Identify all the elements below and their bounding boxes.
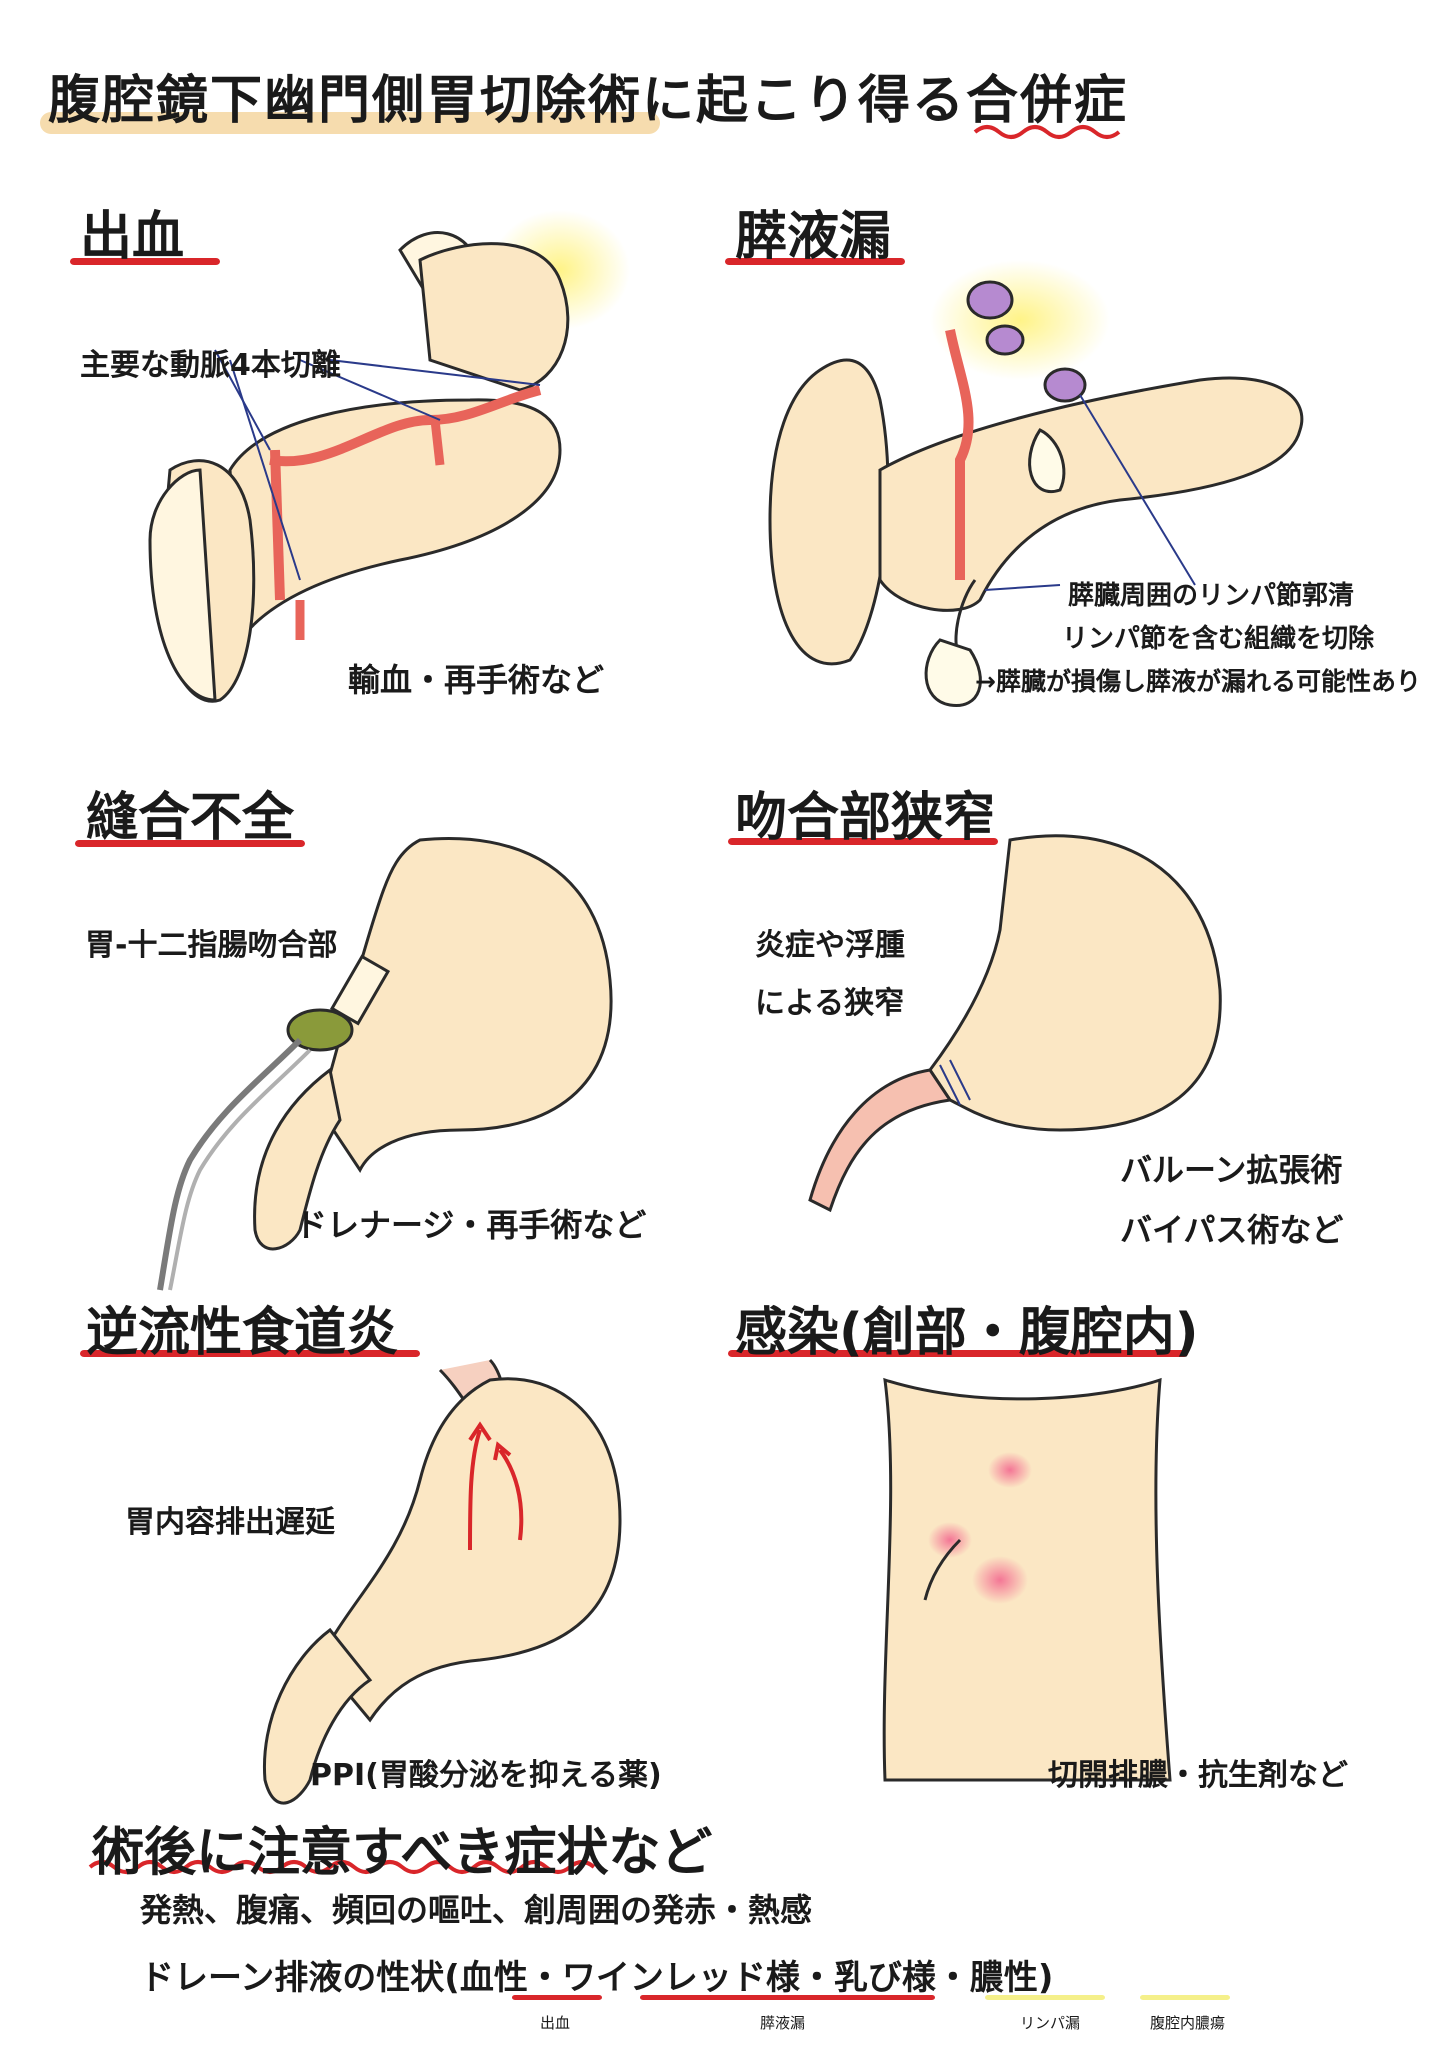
heading-pancreatic: 膵液漏	[735, 207, 892, 267]
postop-line2: ドレーン排液の性状(血性・ワインレッド様・乳び様・膿性)	[140, 1950, 1053, 1999]
postop-line2-suffix: )	[1037, 1958, 1054, 1998]
bleeding-treatment: 輸血・再手術など	[348, 661, 605, 699]
pancreatic-note1: 膵臓周囲のリンパ節郭清	[1068, 581, 1355, 611]
heading-leak: 縫合不全	[86, 788, 295, 848]
bleeding-illustration	[148, 210, 630, 703]
underline-reflux	[80, 1350, 420, 1357]
underline-stenosis	[728, 838, 998, 845]
heading-bleeding: 出血	[80, 207, 185, 267]
stenosis-treatment2: バイパス術など	[1120, 1211, 1344, 1249]
label-arteries: 主要な動脈4本切離	[80, 348, 341, 383]
heading-postop: 術後に注意すべき症状など	[92, 1823, 713, 1883]
pancreatic-note2: リンパ節を含む組織を切除	[1062, 624, 1375, 654]
leak-treatment: ドレナージ・再手術など	[295, 1206, 647, 1244]
heading-stenosis: 吻合部狭窄	[735, 788, 996, 848]
underline-chylous	[985, 1995, 1105, 2000]
underline-bloody	[512, 1995, 602, 2000]
pancreatic-leader-lines	[984, 394, 1196, 591]
reflux-cause: 胃内容排出遅延	[125, 1505, 335, 1540]
drain-winered: ワインレッド様	[561, 1958, 800, 1998]
underline-leak	[75, 840, 305, 847]
stenosis-treatment1: バルーン拡張術	[1120, 1151, 1343, 1189]
drain-sep3: ・	[935, 1958, 970, 1998]
underline-winered	[640, 1995, 935, 2000]
tag-bleeding: 出血	[540, 2014, 571, 2032]
underline-purulent	[1140, 1995, 1230, 2000]
postop-line2-prefix: ドレーン排液の性状(	[140, 1958, 460, 1998]
underline-bleeding	[70, 258, 220, 265]
infection-treatment: 切開排膿・抗生剤など	[1048, 1758, 1348, 1793]
artery-leader-lines	[214, 349, 541, 581]
tag-abscess: 腹腔内膿瘍	[1150, 2014, 1226, 2032]
drain-purulent: 膿性	[969, 1958, 1038, 1998]
underline-infection	[728, 1350, 1188, 1357]
underline-pancreatic	[725, 258, 905, 265]
drain-sep1: ・	[527, 1958, 562, 1998]
drain-chylous: 乳び様	[833, 1958, 936, 1998]
tag-lymph: リンパ漏	[1020, 2014, 1081, 2032]
heading-reflux: 逆流性食道炎	[86, 1303, 399, 1363]
underline-postop-wavy	[88, 1860, 596, 1874]
stenosis-illustration	[808, 834, 1222, 1213]
stenosis-cause2: による狭窄	[755, 986, 905, 1021]
stenosis-cause1: 炎症や浮腫	[755, 928, 905, 963]
pancreatic-illustration	[768, 260, 1304, 707]
infection-illustration	[882, 1377, 1172, 1782]
leak-illustration	[157, 837, 613, 1291]
pancreatic-note3: →膵臓が損傷し膵液が漏れる可能性あり	[975, 667, 1421, 696]
postop-line1: 発熱、腹痛、頻回の嘔吐、創周囲の発赤・熱感	[140, 1891, 813, 1929]
tag-pancreatic: 膵液漏	[760, 2014, 806, 2032]
reflux-treatment: PPI(胃酸分泌を抑える薬)	[310, 1758, 662, 1793]
drain-sep2: ・	[799, 1958, 834, 1998]
leak-site-label: 胃-十二指腸吻合部	[85, 928, 338, 963]
title-highlight	[40, 112, 660, 134]
heading-infection: 感染(創部・腹腔内)	[735, 1303, 1199, 1363]
drain-bloody: 血性	[459, 1958, 528, 1998]
page-title: 腹腔鏡下幽門側胃切除術に起こり得る合併症	[48, 71, 1129, 131]
reflux-illustration	[262, 1358, 622, 1805]
